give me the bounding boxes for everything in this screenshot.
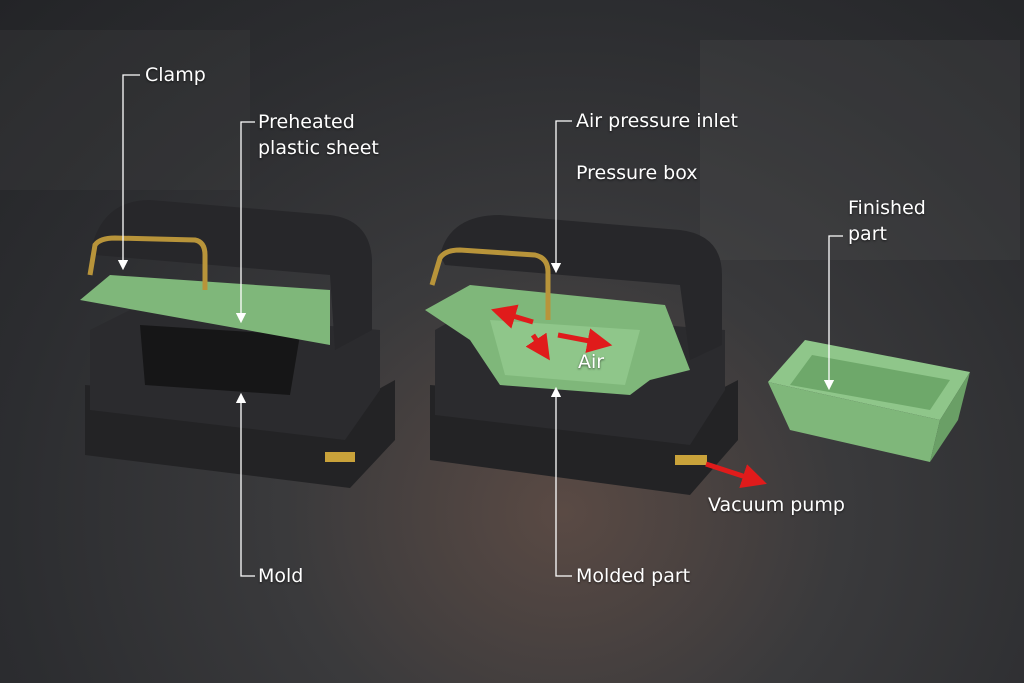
label-air-pressure-inlet: Air pressure inlet xyxy=(576,110,738,132)
background-shelves xyxy=(0,30,1020,260)
vacuum-fitting-left xyxy=(325,452,355,462)
label-molded-part: Molded part xyxy=(576,565,691,587)
mold-assembly-middle xyxy=(425,215,767,495)
air-inlet-pipe xyxy=(429,247,551,320)
finished-part xyxy=(768,340,970,462)
mold-assembly-left xyxy=(80,200,395,488)
label-pressure-box: Pressure box xyxy=(576,162,698,184)
leader-lines xyxy=(117,74,843,577)
air-arrows xyxy=(491,304,767,489)
label-mold: Mold xyxy=(258,565,304,587)
label-vacuum-pump: Vacuum pump xyxy=(708,494,845,516)
label-clamp: Clamp xyxy=(145,64,206,86)
label-line: plastic sheet xyxy=(258,137,379,159)
label-finished-part: Finished part xyxy=(848,195,926,247)
label-line: Finished xyxy=(848,197,926,219)
label-air: Air xyxy=(578,351,605,373)
label-line: part xyxy=(848,223,887,245)
label-preheated-sheet: Preheated plastic sheet xyxy=(258,109,379,161)
plastic-sheet xyxy=(80,275,330,345)
clamp-bar xyxy=(87,235,208,290)
label-line: Preheated xyxy=(258,111,355,133)
vacuum-fitting-middle xyxy=(675,455,707,465)
